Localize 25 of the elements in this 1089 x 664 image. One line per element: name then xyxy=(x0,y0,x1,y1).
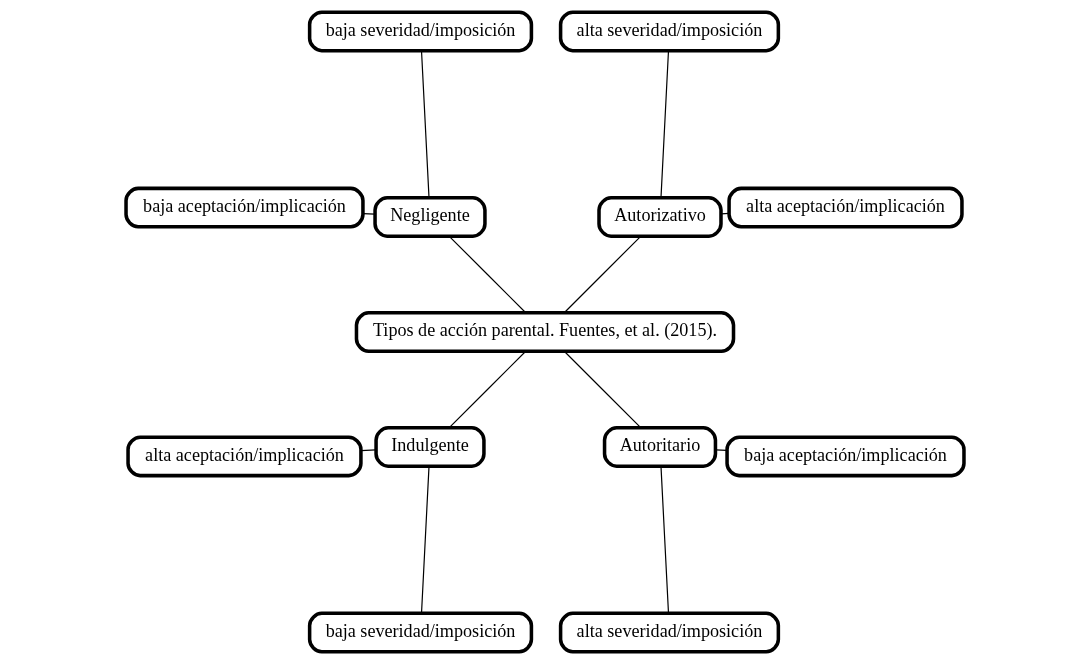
node-box: Tipos de acción parental. Fuentes, et al. (2015). xyxy=(354,311,735,353)
node-box: alta aceptación/implicación xyxy=(125,435,363,478)
connector xyxy=(563,235,641,314)
connector xyxy=(714,449,727,452)
connector xyxy=(448,235,526,314)
connector xyxy=(659,465,669,614)
node-box: baja aceptación/implicación xyxy=(724,435,966,478)
connector xyxy=(420,465,430,614)
node-box: Autorizativo xyxy=(596,196,723,238)
node-box: alta severidad/imposición xyxy=(558,611,780,654)
node-box: Negligente xyxy=(372,196,487,238)
connector xyxy=(359,449,376,452)
connector xyxy=(719,212,730,215)
node-box: baja severidad/imposición xyxy=(307,611,533,654)
connector xyxy=(563,350,641,429)
node-box: Indulgente xyxy=(373,426,486,468)
node-box: baja severidad/imposición xyxy=(307,10,533,53)
node-box: alta severidad/imposición xyxy=(558,10,780,53)
node-box: alta aceptación/implicación xyxy=(726,186,964,229)
connector xyxy=(361,212,375,215)
connector xyxy=(448,350,526,429)
connector xyxy=(420,50,430,199)
node-box: baja aceptación/implicación xyxy=(123,186,365,229)
connector xyxy=(659,50,669,199)
node-box: Autoritario xyxy=(602,426,717,468)
